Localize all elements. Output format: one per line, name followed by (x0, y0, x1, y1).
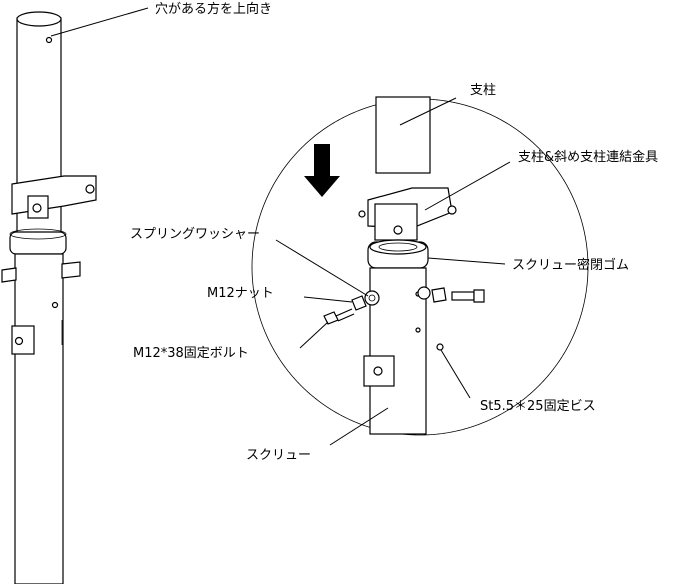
label-bolt: M12*38固定ボルト (133, 346, 249, 361)
label-post: 支柱 (470, 83, 496, 98)
label-screw-pin: St5.5＊25固定ビス (480, 399, 596, 414)
left-nut (1, 267, 17, 283)
assembled-post (1, 11, 97, 584)
label-connector: 支柱&斜め支柱連結金具 (518, 149, 658, 165)
label-screw: スクリュー (246, 448, 311, 463)
detail-screw-tube (369, 267, 427, 435)
bracket-bolt-head (32, 203, 42, 213)
label-spring-washer: スプリングワッシャー (130, 227, 260, 242)
hole-up-leader (50, 7, 149, 37)
screw-hole (51, 301, 59, 309)
detail-right-hardware (417, 286, 485, 303)
screw-leader (329, 407, 389, 446)
detail-connector (358, 187, 457, 241)
detail-plate-hole (373, 366, 383, 376)
bracket-side-bolt (85, 184, 95, 194)
screw-pin-leader (440, 349, 471, 399)
seal-leader (427, 257, 506, 265)
bolt-leader (299, 321, 329, 349)
detail-left-hardware (323, 290, 380, 325)
post-leader (399, 97, 457, 126)
assembled-seal-ring (9, 231, 67, 255)
upper-tube-hole (45, 36, 53, 44)
lower-plate-hole (14, 336, 24, 346)
detail-seal-ring (367, 239, 429, 269)
down-arrow-icon (304, 144, 340, 197)
nut-leader (303, 296, 353, 303)
label-seal-rubber: スクリュー密閉ゴム (512, 257, 629, 273)
seal-ring-top (9, 228, 67, 240)
washer-leader (275, 239, 369, 297)
label-hole-up: 穴がある方を上向き (155, 1, 272, 17)
detail-post (375, 96, 431, 174)
detail-mid-hole (415, 327, 421, 333)
upper-tube-top (16, 11, 62, 27)
label-nut: M12ナット (207, 286, 274, 301)
connector-leader (424, 161, 511, 211)
lower-plate (11, 325, 35, 355)
screw-tube (14, 253, 64, 584)
right-nut (61, 261, 81, 279)
detail-screw-pin (436, 343, 444, 351)
